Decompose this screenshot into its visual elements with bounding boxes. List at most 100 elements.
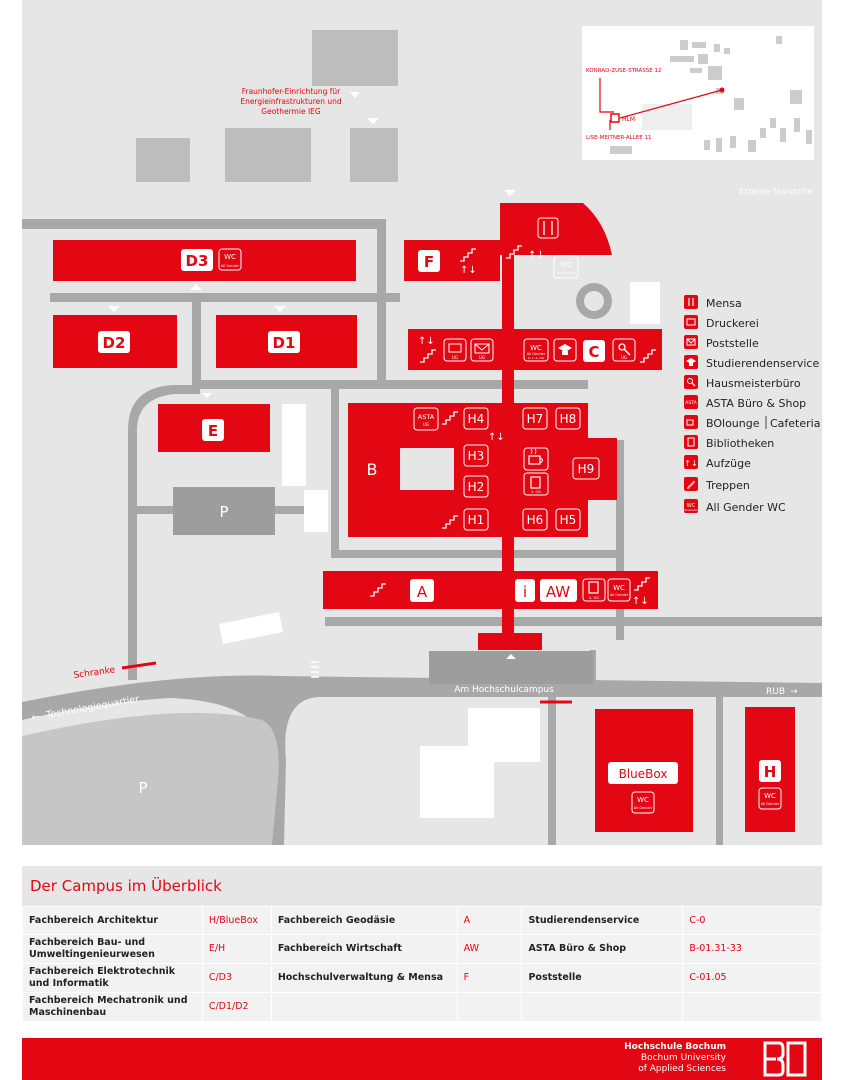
svg-text:H3: H3 (468, 449, 485, 463)
svg-text:Cafeteria: Cafeteria (770, 417, 820, 430)
svg-text:Bibliotheken: Bibliotheken (706, 437, 774, 450)
table-cell-value: C/D3 (201, 963, 272, 993)
svg-text:WC: WC (530, 344, 542, 352)
table-cell-value: A (456, 906, 523, 935)
building-bluebox[interactable]: BlueBox (608, 762, 678, 784)
svg-text:↑↓: ↑↓ (488, 432, 505, 443)
info-point[interactable]: i (515, 579, 535, 602)
table-cell-label: Hochschulverwaltung & Mensa (270, 963, 458, 993)
building-aw[interactable]: AW (540, 579, 577, 602)
hall-h1[interactable]: H1 (463, 508, 489, 531)
hall-h9[interactable]: H9 (572, 457, 600, 480)
book-icon: 4. OG (582, 578, 606, 602)
hall-h8[interactable]: H8 (555, 407, 581, 430)
entrance-marker (506, 654, 516, 659)
building-a[interactable]: A (410, 579, 434, 602)
entrance-marker (108, 306, 120, 312)
hall-h5[interactable]: H5 (555, 508, 581, 531)
wc-aw: WC All Gender (607, 578, 631, 602)
building-b[interactable]: B (367, 460, 378, 479)
svg-text:H9: H9 (578, 462, 595, 476)
building-bluebox-label: BlueBox (619, 767, 668, 781)
barrier (121, 661, 157, 670)
campus-map[interactable]: Fraunhofer-Einrichtung für Energieinfras… (0, 0, 844, 866)
table-cell-label: Fachbereich Elektrotechnik und Informati… (22, 963, 203, 993)
building-d1[interactable]: D1 (268, 331, 300, 353)
hall-h4[interactable]: H4 (463, 407, 489, 430)
panel-header: Der Campus im Überblick (22, 866, 822, 906)
building-c-label: C (588, 343, 599, 361)
svg-text:↑↓: ↑↓ (418, 336, 435, 347)
svg-text:All Gender: All Gender (684, 508, 699, 512)
legend-item-mensa: Mensa (684, 295, 742, 310)
building-f[interactable]: F (418, 250, 440, 272)
legend: Mensa Druckerei Poststelle Studierendens… (684, 295, 820, 514)
mail-icon: UG (470, 338, 494, 362)
svg-text:Studierendenservice: Studierendenservice (706, 357, 819, 370)
svg-text:WC: WC (764, 792, 776, 800)
svg-text:↑↓: ↑↓ (632, 596, 649, 607)
wrench-icon: UG (612, 338, 636, 362)
table-row: Fachbereich Architektur H/BlueBox Fachbe… (22, 906, 822, 935)
svg-text:Poststelle: Poststelle (706, 337, 759, 350)
coffee-icon (523, 447, 549, 471)
svg-text:0. 1. 2. OG: 0. 1. 2. OG (528, 356, 545, 360)
legend-item-asta: ASTA ASTA Büro & Shop (684, 395, 806, 410)
asta-icon: ASTA UG (413, 407, 439, 431)
mensa-icon (684, 295, 698, 309)
table-cell-label: Poststelle (521, 963, 684, 993)
inset-marker (719, 87, 725, 93)
building-b-label: B (367, 460, 378, 479)
building-d1-label: D1 (273, 334, 296, 352)
parking-area-large[interactable] (22, 712, 279, 845)
building-d3[interactable]: D3 (181, 249, 213, 271)
svg-text:H7: H7 (527, 412, 544, 426)
wc-f: WC All Gender (553, 255, 579, 279)
table-cell-label: Fachbereich Architektur (22, 906, 203, 935)
table-cell-value: C-01.05 (682, 963, 822, 993)
svg-text:H6: H6 (527, 513, 544, 527)
hall-h6[interactable]: H6 (522, 508, 548, 531)
inset-background (582, 26, 814, 160)
building-e[interactable]: E (202, 419, 224, 441)
svg-text:WC: WC (224, 253, 236, 261)
roundabout-center (584, 291, 604, 311)
hall-h7[interactable]: H7 (522, 407, 548, 430)
university-name: Hochschule Bochum (624, 1042, 726, 1052)
table-cell-label: Fachbereich Bau- und Umweltingenieurwese… (22, 934, 203, 964)
building-c[interactable]: C (583, 340, 605, 362)
coffee-icon (684, 415, 698, 429)
empty-plot (420, 708, 540, 818)
building-a-label: A (417, 583, 428, 601)
svg-text:WC: WC (637, 796, 649, 804)
building-h[interactable]: H (759, 760, 781, 782)
rub-sign[interactable]: RUB → (766, 687, 798, 697)
legend-item-studierendenservice: Studierendenservice (684, 355, 819, 370)
parking-garage[interactable] (173, 487, 275, 535)
hall-h2[interactable]: H2 (463, 475, 489, 498)
svg-text:UG: UG (621, 355, 627, 360)
legend-item-bolounge: BOlounge Cafeteria (684, 415, 820, 430)
hall-h3[interactable]: H3 (463, 444, 489, 467)
svg-text:1. OG: 1. OG (531, 490, 541, 494)
printer-icon (684, 315, 698, 329)
svg-text:All Gender: All Gender (610, 593, 629, 597)
courtyard-b (400, 448, 454, 490)
building-d2[interactable]: D2 (98, 331, 130, 353)
university-logo[interactable] (762, 1040, 808, 1078)
entrance-marker (190, 284, 202, 290)
svg-text:Druckerei: Druckerei (706, 317, 759, 330)
elevator-icon: ↑↓ ↑↓ ↑↓ ↑↓ ↑↓ (418, 250, 649, 607)
fraunhofer-building (350, 128, 398, 182)
fraunhofer-label-3: Geothermie IEG (261, 107, 321, 116)
svg-text:UG: UG (452, 355, 458, 360)
external-sites-inset[interactable]: HLM KONRAD-ZUSE-STRASSE 12 LISE-MEITNER-… (582, 26, 814, 160)
svg-text:All Gender: All Gender (634, 806, 653, 810)
wc-bluebox: WC All Gender (631, 791, 655, 814)
inset-street-2: LISE-MEITNER-ALLEE 11 (586, 135, 651, 141)
svg-text:UG: UG (423, 422, 429, 427)
table-cell-value: C/D1/D2 (201, 992, 272, 1022)
table-cell-value: B-01.31-33 (682, 934, 822, 964)
wc-h: WC All Gender (758, 787, 782, 810)
table-row: Fachbereich Mechatronik und Maschinenbau… (22, 992, 822, 1022)
